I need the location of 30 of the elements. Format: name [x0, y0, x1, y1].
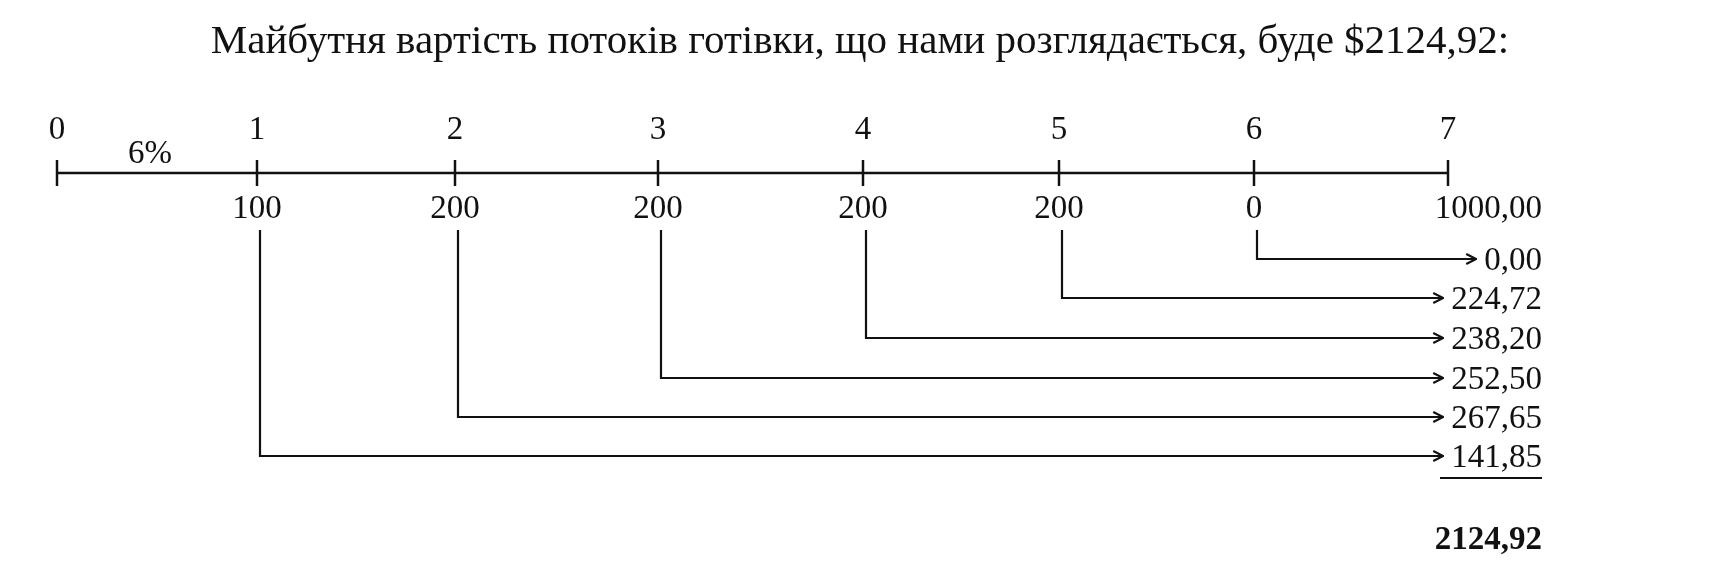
future-value: 224,72	[1400, 279, 1542, 317]
period-number: 2	[445, 110, 465, 146]
arrow	[456, 230, 1445, 424]
arrow	[258, 230, 1445, 463]
cash-flow-value: 200	[608, 188, 708, 226]
total-value: 2124,92	[1433, 518, 1542, 558]
cash-flow-value: 200	[813, 188, 913, 226]
cash-flow-value: 100	[207, 188, 307, 226]
period-number: 5	[1049, 110, 1069, 146]
future-value: 0,00	[1400, 240, 1542, 278]
period-number: 4	[853, 110, 873, 146]
period-number: 1	[247, 110, 267, 146]
arrow	[1255, 230, 1478, 266]
period-number: 0	[47, 110, 67, 146]
cash-flow-value: 0	[1204, 188, 1304, 226]
period-number: 3	[648, 110, 668, 146]
arrow	[1060, 230, 1445, 305]
cash-flow-value: 200	[405, 188, 505, 226]
rate-label: 6%	[127, 134, 173, 170]
period-number: 7	[1438, 110, 1458, 146]
arrow	[864, 230, 1445, 345]
future-value: 141,85	[1400, 437, 1542, 475]
heading: Майбутня вартість потоків готівки, що нами розглядається, буде $2124,92:	[209, 15, 1511, 64]
period-number: 6	[1244, 110, 1264, 146]
future-value: 252,50	[1400, 359, 1542, 397]
future-value: 238,20	[1400, 319, 1542, 357]
arrow	[659, 230, 1445, 385]
cash-flow-value: 200	[1009, 188, 1109, 226]
cash-flow-value: 1000,00	[1372, 188, 1542, 226]
future-value: 267,65	[1400, 398, 1542, 436]
